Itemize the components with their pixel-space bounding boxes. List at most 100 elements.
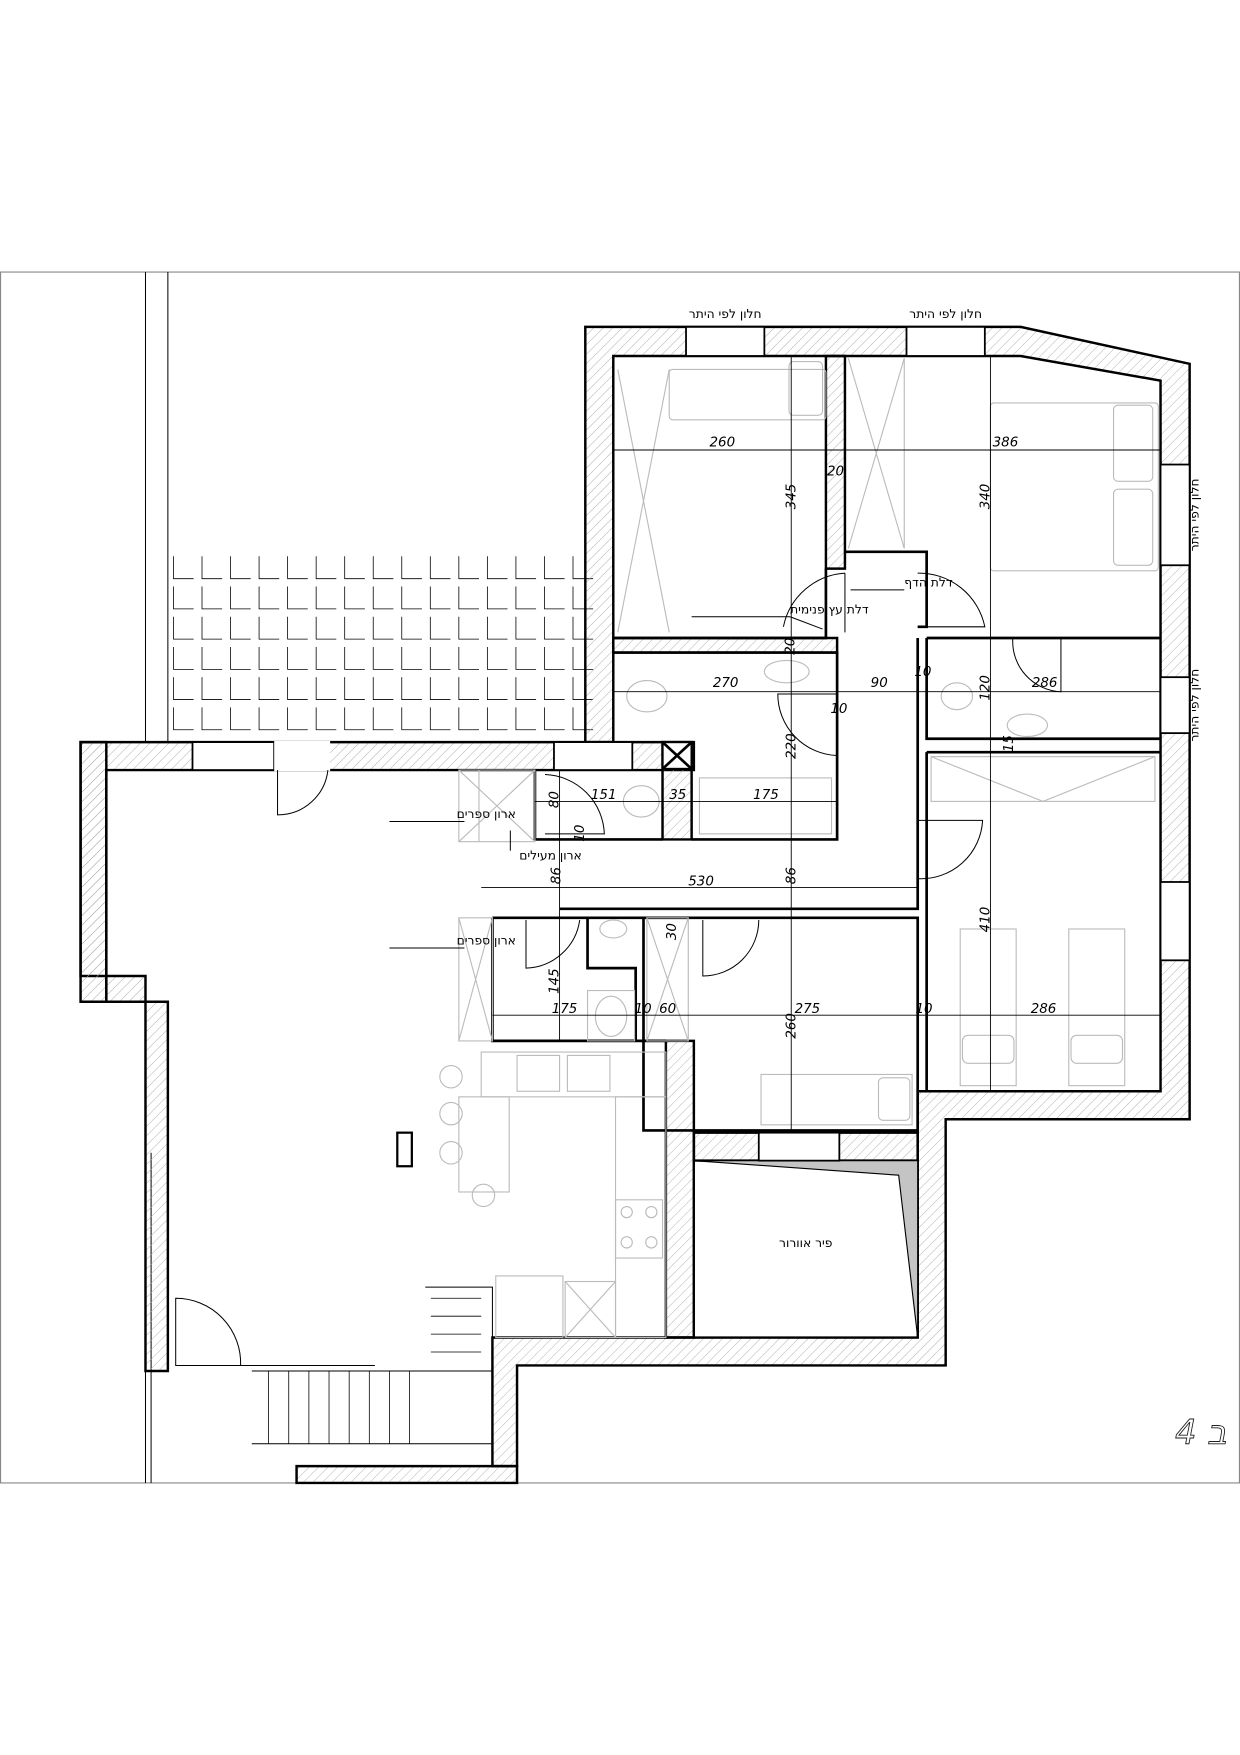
terrace-tile [173,677,194,700]
terrace-tile [258,616,280,640]
terrace-tile [201,586,223,610]
terrace-tile [287,586,308,610]
terrace-tile [287,677,308,700]
dimension-label: 20 [827,465,844,480]
terrace-tile [173,586,194,610]
terrace-tile [486,556,508,580]
window [1159,463,1191,567]
terrace-tile [458,616,479,640]
annotations: חלון לפי היתר חלון לפי היתר חלון לפי הית… [389,307,1240,1452]
terrace-tile [458,707,479,731]
interior-wood-door-label: דלת עץ פנימית [790,602,869,616]
terrace-tile [486,646,508,670]
terrace-tile [287,707,308,731]
dimension-label: 10 [635,1002,652,1017]
dimension-label: 270 [713,676,739,691]
dimension-label: 410 [978,907,993,933]
window [1159,881,1191,962]
dimension-label: 86 [785,867,800,884]
terrace-tile [201,556,223,580]
window [1159,676,1191,735]
terrace-tile [486,586,508,610]
coat-closet-label: ארון מעילים [519,849,581,863]
dimension-label: 275 [795,1002,821,1017]
terrace-tile [173,556,194,580]
terrace-tile [201,707,223,731]
terrace-tile [230,646,251,670]
terrace-tile [401,616,422,640]
furniture [396,358,1159,1339]
window-permit-label: חלון לפי היתר [1188,669,1202,742]
dimension-label: 80 [547,791,562,808]
terrace-tile [173,646,194,670]
terrace-tile [486,616,508,640]
terrace-tile [372,677,394,700]
doors [175,572,1062,1366]
terrace-tile [544,677,565,700]
terrace-tile [429,677,451,700]
window [757,1131,841,1162]
terrace-tile [344,707,365,731]
terrace-tile [458,586,479,610]
dimension-label: 530 [688,874,714,889]
terrace-tile [315,646,337,670]
bookcase-label: ארון ספרים [457,807,516,821]
terrace-tile [230,586,251,610]
terrace-tile [372,707,394,731]
dimension-label: 90 [871,676,888,691]
dimension-lines [481,355,1161,1131]
terrace-tile [401,707,422,731]
terrace-tile [486,677,508,700]
terrace-tile [230,677,251,700]
terrace-tile [287,646,308,670]
terrace-tile [344,646,365,670]
terrace-tile [201,616,223,640]
terrace-tile [544,646,565,670]
exterior-walls [79,325,1191,1485]
dimension-label: 10 [915,1002,932,1017]
staircase [240,1286,493,1445]
terrace-tile [372,586,394,610]
terrace-tile [486,707,508,731]
terrace-tile [173,707,194,731]
terrace-tile [344,586,365,610]
terrace-tile [315,616,337,640]
terrace-tile [544,616,565,640]
swing-door-label: דלת הדף [904,576,953,590]
terrace-tile [429,646,451,670]
terrace-tile [258,556,280,580]
terrace-tile [401,646,422,670]
windows [191,325,1191,1162]
dimension-label: 35 [669,788,686,803]
dimension-label: 30 [665,923,680,940]
terrace-tile [372,646,394,670]
dimension-label: 175 [753,788,779,803]
dimension-label: 10 [914,665,931,680]
terrace-tile [344,556,365,580]
terrace-tile [287,616,308,640]
dimension-label: 120 [978,675,993,701]
dimension-label: 286 [1032,676,1058,691]
terrace-tile [372,556,394,580]
terrace-tile [401,586,422,610]
window [685,325,766,357]
dimension-label: 286 [1031,1002,1057,1017]
terrace-tile [315,677,337,700]
terrace-tile [258,677,280,700]
terrace-tile [458,646,479,670]
bookcase-label: ארון ספרים [457,934,516,948]
ventilation-shaft-label: פיר אוורור [779,1236,832,1250]
dimension-label: 386 [993,436,1019,451]
terrace-tile [429,707,451,731]
dimension-label: 10 [573,825,588,842]
terrace-tile [230,707,251,731]
window [905,325,986,357]
terrace-tile [401,677,422,700]
drawing-title: אופציה ב 4 [1175,1413,1240,1452]
terrace-tile [315,586,337,610]
terrace-tile [544,707,565,731]
dimension-label: 260 [710,436,736,451]
window [191,741,276,771]
dimension-label: 15 [1002,735,1017,752]
